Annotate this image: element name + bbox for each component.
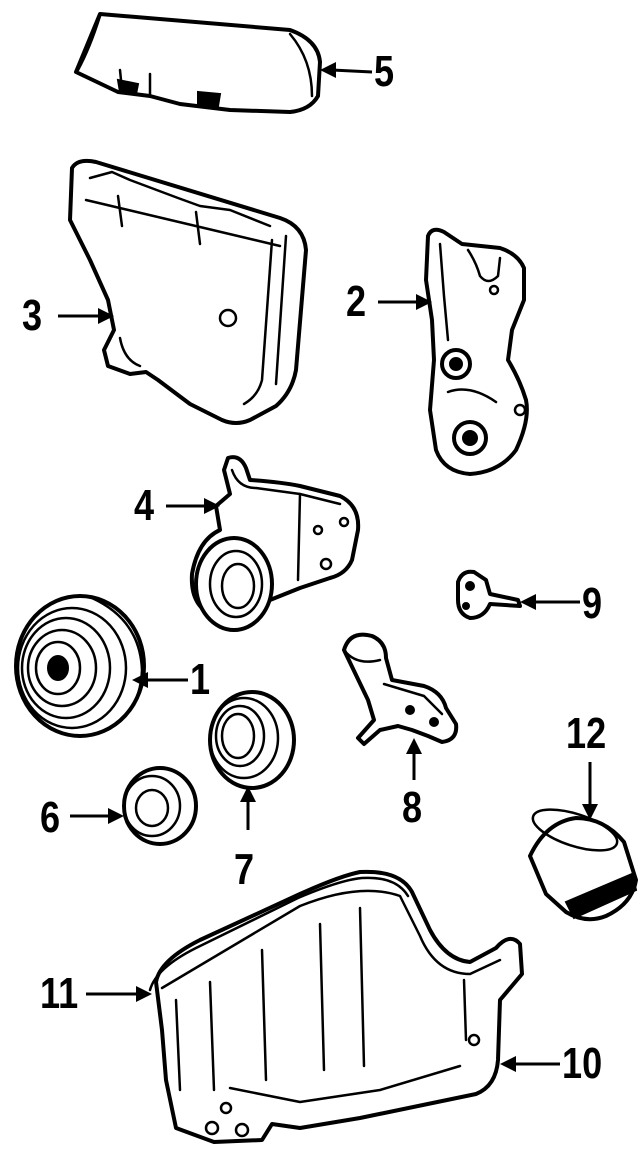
part-5-upper-timing-cover [74,12,322,114]
part-8-position-sensor [342,632,459,746]
part-2-rear-cover [424,227,529,476]
part-9-sensor [456,569,522,620]
part-11-gasket [148,876,410,992]
callout-2: 2 [346,277,367,326]
callout-1: 1 [190,655,211,704]
callout-3: 3 [22,291,43,340]
part-12-oil-filter [528,808,638,922]
part-3-timing-cover [68,158,308,425]
part-10-oil-pan [154,869,524,1144]
callout-7: 7 [234,845,255,894]
callout-8: 8 [402,783,423,832]
callout-4: 4 [134,481,155,530]
part-7-seal [208,690,296,790]
leader-lines [58,62,598,1072]
part-6-seal [122,766,198,846]
part-4-lower-cover [189,455,361,632]
callout-6: 6 [40,793,61,842]
callout-10: 10 [562,1039,603,1088]
callout-11: 11 [40,969,79,1018]
callout-9: 9 [582,579,603,628]
callout-5: 5 [374,47,395,96]
part-1-crank-pulley [14,594,146,738]
callout-12: 12 [566,709,607,758]
